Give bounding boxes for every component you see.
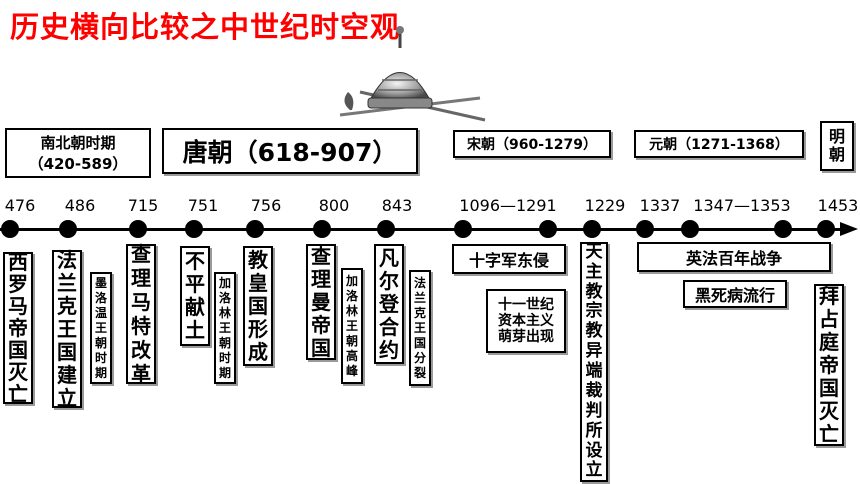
event-843: 凡尔登合约 [374, 244, 404, 364]
event-800: 查理曼帝国 [306, 244, 336, 360]
event-843-sub: 法兰克王国分裂 [409, 270, 431, 386]
timeline-dot [817, 220, 835, 238]
event-751: 不平献土 [180, 246, 210, 346]
dynasty-tang: 唐朝（618-907） [162, 128, 418, 174]
dynasty-ming-label: 明朝 [828, 126, 845, 164]
event-715-label: 查理马特改革 [131, 242, 151, 386]
event-751-label: 不平献土 [185, 249, 205, 342]
dynasty-nanbei-years: （420-589） [28, 155, 128, 173]
timeline-dot [774, 220, 792, 238]
event-715: 查理马特改革 [126, 242, 156, 386]
event-476: 西罗马帝国灭亡 [3, 250, 33, 406]
event-capitalism: 十一世纪 资本主义 萌芽出现 [486, 289, 566, 353]
timeline-axis [0, 228, 845, 231]
event-843-sub-label: 法兰克王国分裂 [413, 275, 426, 380]
timeline-dot [59, 220, 77, 238]
dynasty-song: 宋朝（960-1279） [453, 130, 611, 158]
year-label: 1096—1291 [459, 196, 557, 215]
dynasty-nanbei: 南北朝时期 （420-589） [5, 128, 151, 178]
event-843-label: 凡尔登合约 [379, 245, 399, 362]
timeline-dot [313, 220, 331, 238]
event-1229: 天主教宗教异端裁判所设立 [580, 242, 608, 482]
dynasty-yuan-label: 元朝（1271-1368） [649, 137, 789, 153]
event-800-sub: 加洛林王朝高峰 [341, 268, 363, 384]
event-black-death: 黑死病流行 [683, 280, 787, 308]
timeline-dot [1, 220, 19, 238]
timeline-dot [129, 220, 147, 238]
event-hundred-years-war-label: 英法百年战争 [685, 249, 782, 268]
event-751-sub-label: 加洛林王朝时期 [218, 275, 231, 380]
event-capitalism-label: 十一世纪 资本主义 萌芽出现 [498, 296, 554, 346]
event-751-sub: 加洛林王朝时期 [214, 272, 236, 384]
event-black-death-label: 黑死病流行 [694, 286, 775, 305]
year-label: 751 [187, 196, 219, 215]
timeline-dot [636, 220, 654, 238]
year-label: 1229 [584, 196, 626, 215]
year-label: 843 [381, 196, 413, 215]
year-label: 486 [64, 196, 96, 215]
timeline-dot [185, 220, 203, 238]
event-crusade-label: 十字军东侵 [468, 251, 549, 270]
helmet-and-swords-illustration [339, 26, 486, 122]
timeline-dot [454, 220, 472, 238]
year-label: 800 [318, 196, 350, 215]
timeline-arrow-icon [840, 222, 858, 236]
event-1453-label: 拜占庭帝国灭亡 [819, 283, 839, 446]
event-1453: 拜占庭帝国灭亡 [814, 284, 844, 446]
event-756-label: 教皇国形成 [248, 247, 268, 364]
timeline-dot [246, 220, 264, 238]
event-hundred-years-war: 英法百年战争 [637, 242, 831, 272]
dynasty-ming: 明朝 [820, 121, 854, 171]
year-label: 715 [127, 196, 159, 215]
event-486: 法兰克王国建立 [52, 247, 82, 410]
year-label: 1453 [817, 196, 859, 215]
event-756: 教皇国形成 [243, 246, 273, 366]
dynasty-song-label: 宋朝（960-1279） [467, 137, 597, 153]
event-800-label: 查理曼帝国 [311, 243, 331, 360]
year-label: 1337 [639, 196, 681, 215]
event-486-sub-label: 墨洛温王朝时期 [94, 275, 107, 380]
event-800-sub-label: 加洛林王朝高峰 [345, 273, 358, 378]
year-label: 1347—1353 [693, 196, 791, 215]
page-title: 历史横向比较之中世纪时空观 [10, 10, 401, 44]
year-label: 476 [4, 196, 36, 215]
year-label: 756 [250, 196, 282, 215]
dynasty-nanbei-name: 南北朝时期 [40, 134, 116, 152]
timeline-dot [539, 220, 557, 238]
event-486-label: 法兰克王国建立 [57, 247, 77, 410]
event-476-label: 西罗马帝国灭亡 [8, 250, 28, 406]
event-1229-label: 天主教宗教异端裁判所设立 [585, 241, 603, 481]
timeline-dot [583, 220, 601, 238]
event-crusade: 十字军东侵 [452, 244, 566, 274]
timeline-dot [681, 220, 699, 238]
event-486-sub: 墨洛温王朝时期 [90, 272, 112, 384]
timeline-dot [377, 220, 395, 238]
dynasty-tang-label: 唐朝（618-907） [182, 138, 398, 167]
dynasty-yuan: 元朝（1271-1368） [634, 130, 804, 158]
